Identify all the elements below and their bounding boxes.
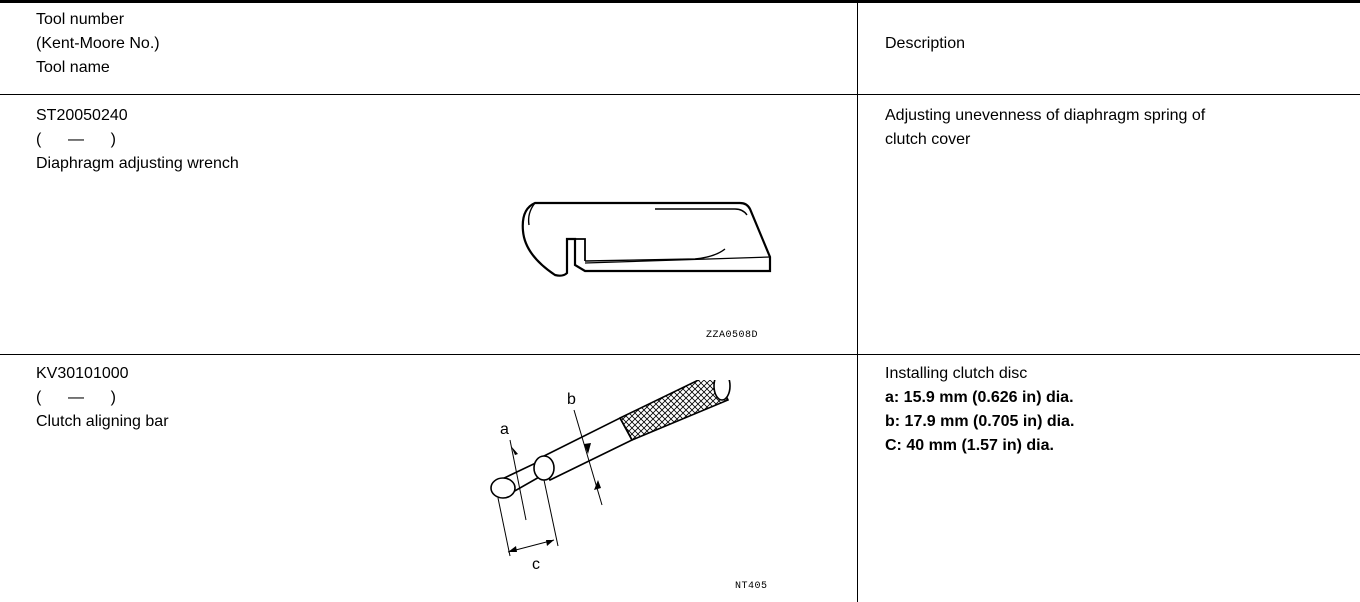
dimension-c-label: c (532, 556, 540, 570)
row2-description-line-1: Installing clutch disc (885, 365, 1028, 382)
row2-spec-a: a: 15.9 mm (0.626 in) dia. (885, 389, 1074, 406)
header-description: Description (885, 35, 966, 52)
row2-spec-c: C: 40 mm (1.57 in) dia. (885, 437, 1054, 454)
header-tool-name: Tool name (36, 59, 110, 76)
row2-kent-moore: ( — ) (36, 389, 116, 406)
header-tool-number: Tool number (36, 11, 125, 28)
row2-spec-b: b: 17.9 mm (0.705 in) dia. (885, 413, 1075, 430)
row1-kent-moore: ( — ) (36, 131, 116, 148)
row2-tool-number: KV30101000 (36, 365, 129, 382)
dimension-b-label: b (567, 391, 576, 408)
header-kent-moore: (Kent-Moore No.) (36, 35, 160, 52)
row2-image-code: NT405 (735, 581, 768, 592)
row1-image-code: ZZA0508D (706, 330, 759, 341)
table-top-rule (0, 0, 1360, 3)
clutch-aligning-bar-illustration: a b c (490, 380, 731, 570)
column-divider (857, 0, 858, 602)
row1-tool-number: ST20050240 (36, 107, 128, 124)
row1-description-line-1: Adjusting unevenness of diaphragm spring… (885, 107, 1206, 124)
dimension-a-label: a (500, 421, 509, 438)
diaphragm-wrench-illustration (521, 201, 772, 277)
row1-description-line-2: clutch cover (885, 131, 971, 148)
header-bottom-rule (0, 94, 1360, 95)
row1-tool-name: Diaphragm adjusting wrench (36, 155, 239, 172)
row2-tool-name: Clutch aligning bar (36, 413, 169, 430)
row-1-bottom-rule (0, 354, 1360, 355)
